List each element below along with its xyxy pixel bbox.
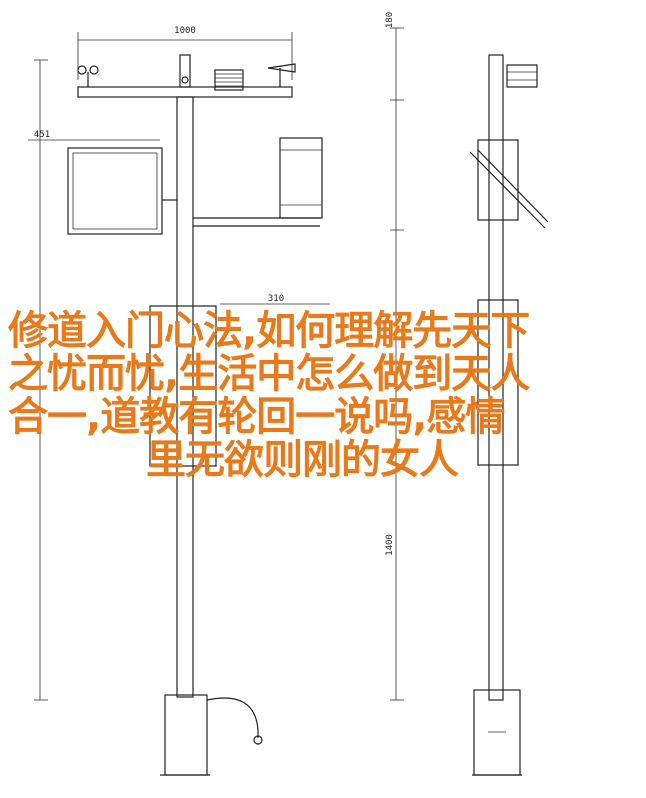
base-foundation <box>160 694 263 776</box>
overlay-line-4: 里无欲则刚的女人 <box>146 437 459 483</box>
side-base <box>472 689 522 776</box>
pole-top-sensor <box>179 54 191 88</box>
overlay-line-1: 修道入门心法,如何理解先天下 <box>8 308 530 354</box>
dim-label-451: 451 <box>34 130 50 140</box>
title-overlay: 修道入门心法,如何理解先天下 之忧而忧,生活中怎么做到天人 合一,道教有轮回一说… <box>0 310 646 482</box>
anemometer-icon <box>77 65 99 87</box>
solar-panel <box>469 139 549 229</box>
sign-panel <box>67 147 177 235</box>
wind-vane-icon <box>267 63 296 87</box>
dimension-sign-height: 451 <box>28 130 160 141</box>
louver-sensor <box>214 69 244 91</box>
dimension-left-overall <box>34 59 48 701</box>
crossarm <box>77 86 293 98</box>
dim-label-310: 310 <box>268 294 284 304</box>
side-pole <box>488 54 504 701</box>
dim-label-top: 1000 <box>174 26 196 36</box>
equipment-box <box>149 305 217 467</box>
dimension-top-width: 1000 <box>77 26 293 80</box>
overlay-line-2: 之忧而忧,生活中怎么做到天人 <box>8 351 530 397</box>
dim-label-180: 180 <box>385 12 395 28</box>
dim-label-1400: 1400 <box>385 534 395 556</box>
side-equipment-box <box>477 299 519 466</box>
dimension-box-width: 310 <box>220 294 330 305</box>
side-top-sensor <box>506 64 538 88</box>
side-bracket <box>193 137 323 227</box>
main-pole <box>176 96 194 698</box>
dimension-right: 180 1400 <box>385 12 404 701</box>
overlay-line-3: 合一,道教有轮回一说吗,感情 <box>8 394 505 440</box>
